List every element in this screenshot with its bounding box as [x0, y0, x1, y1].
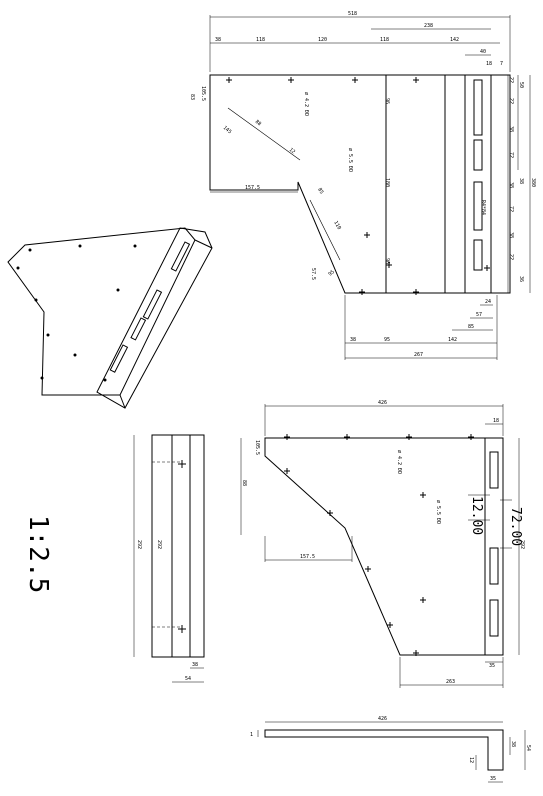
dim-cutout-angle: 145	[222, 125, 233, 135]
dim-right-4: 38	[508, 126, 514, 132]
bottom-flange-small: 12	[468, 757, 474, 763]
front-holes	[284, 434, 474, 656]
dim-flange-inset: 7	[500, 61, 503, 67]
bottom-overall-width: 426	[378, 716, 387, 722]
slot-3	[473, 181, 483, 231]
front-slots	[489, 451, 499, 637]
dim-bottom-overall: 267	[414, 352, 423, 358]
side-height-outer: 292	[136, 540, 142, 549]
bottom-view-outline	[264, 729, 504, 771]
dim-bottom-seg-2: 95	[384, 337, 390, 343]
side-view: 292 292 38 54	[133, 434, 205, 683]
dim-seg-2: 118	[256, 37, 265, 43]
dim-angle-2: 85	[316, 187, 324, 195]
top-view: 518 238 38 118 120 118 142 40 18 7 105.5…	[189, 11, 536, 360]
front-right-overall: 292	[519, 540, 525, 549]
dim-right-5: 72	[508, 152, 514, 158]
dim-left-edge: 105.5	[200, 86, 206, 101]
dim-len-2: 110	[332, 220, 342, 231]
slot-4	[473, 239, 483, 271]
front-bottom-right: 35	[489, 663, 495, 669]
bottom-view: 426 1 38 54 12 35	[250, 716, 531, 783]
hole-note-2: ø 5.5 ĐD	[347, 148, 353, 172]
side-height-inner: 292	[156, 540, 162, 549]
front-flange	[484, 437, 504, 656]
bottom-flange-height: 38	[510, 741, 516, 747]
dim-right-10: 22	[508, 254, 514, 260]
dim-bottom-r1: 24	[485, 299, 491, 305]
top-view-outline	[209, 74, 511, 294]
dim-seg-1: 38	[215, 37, 221, 43]
dim-right-9: 38	[508, 232, 514, 238]
bottom-thickness: 1	[250, 732, 253, 738]
scale-label: 1:2.5	[23, 515, 53, 593]
hole-markers	[226, 77, 490, 295]
front-top-right: 18	[493, 418, 499, 424]
dim-flange-width: 40	[480, 49, 486, 55]
dim-right-span: 238	[424, 23, 433, 29]
dim-bottom-r3: 85	[468, 324, 474, 330]
dim-seg-5: 142	[450, 37, 459, 43]
dim-seg-4: 118	[380, 37, 389, 43]
front-left-vertical: 88	[241, 480, 247, 486]
slot-text: R4*84	[480, 200, 486, 215]
dim-cutout-len: 88	[254, 119, 262, 127]
dim-left-step: 83	[189, 94, 195, 100]
dim-right-3: 22	[508, 98, 514, 104]
iso-flange	[96, 227, 213, 409]
front-hole-note-1: ø 4.2 ĐD	[396, 450, 402, 474]
slot-2	[473, 139, 483, 171]
dim-overall-width: 518	[348, 11, 357, 17]
front-bottom-length: 263	[446, 679, 455, 685]
dim-bottom-angle: 95	[327, 269, 335, 277]
dim-mid-1: 96	[384, 98, 390, 104]
dim-right-overall: 380	[530, 178, 536, 187]
dim-lower-step: 157.5	[245, 185, 260, 191]
dim-bottom-seg-1: 38	[350, 337, 356, 343]
dim-flange-inner: 18	[486, 61, 492, 67]
dim-bottom-left: 57.5	[310, 268, 316, 280]
dim-bottom-r2: 57	[476, 312, 482, 318]
iso-holes	[16, 244, 137, 382]
isometric-view	[7, 227, 213, 409]
dim-seg-3: 120	[318, 37, 327, 43]
front-slot-width: 12.00	[469, 496, 484, 535]
front-hole-note-2: ø 5.5 ĐD	[435, 500, 441, 524]
side-view-outline	[151, 434, 205, 658]
side-bottom-outer: 54	[185, 676, 191, 682]
front-step-horizontal: 157.5	[300, 554, 315, 560]
front-view: 426 18 105.5 88 157.5 ø 4.2 ĐD ø 5.5 ĐD …	[240, 400, 525, 688]
dim-mid-3: 96	[384, 258, 390, 264]
bottom-flange-bottom: 35	[490, 776, 496, 782]
dim-right-6: 38	[518, 178, 524, 184]
side-bottom-inner: 38	[192, 662, 198, 668]
slot-1	[473, 79, 483, 136]
dim-right-8: 72	[508, 206, 514, 212]
dim-right-11: 36	[518, 276, 524, 282]
dim-right-7: 38	[508, 182, 514, 188]
dim-slot-small: 12	[288, 147, 296, 155]
iso-slots	[109, 241, 191, 373]
dim-mid-2: 180	[384, 178, 390, 187]
hole-note-1: ø 4.2 ĐD	[303, 92, 309, 116]
dim-bottom-seg-3: 142	[448, 337, 457, 343]
dim-right-2: 50	[518, 82, 524, 88]
bottom-flange-outer: 54	[525, 745, 531, 751]
iso-plate	[7, 227, 196, 396]
front-view-outline	[264, 437, 486, 656]
front-overall-width: 426	[378, 400, 387, 406]
front-left-edge: 105.5	[254, 440, 260, 455]
dim-right-1: 22	[508, 77, 514, 83]
